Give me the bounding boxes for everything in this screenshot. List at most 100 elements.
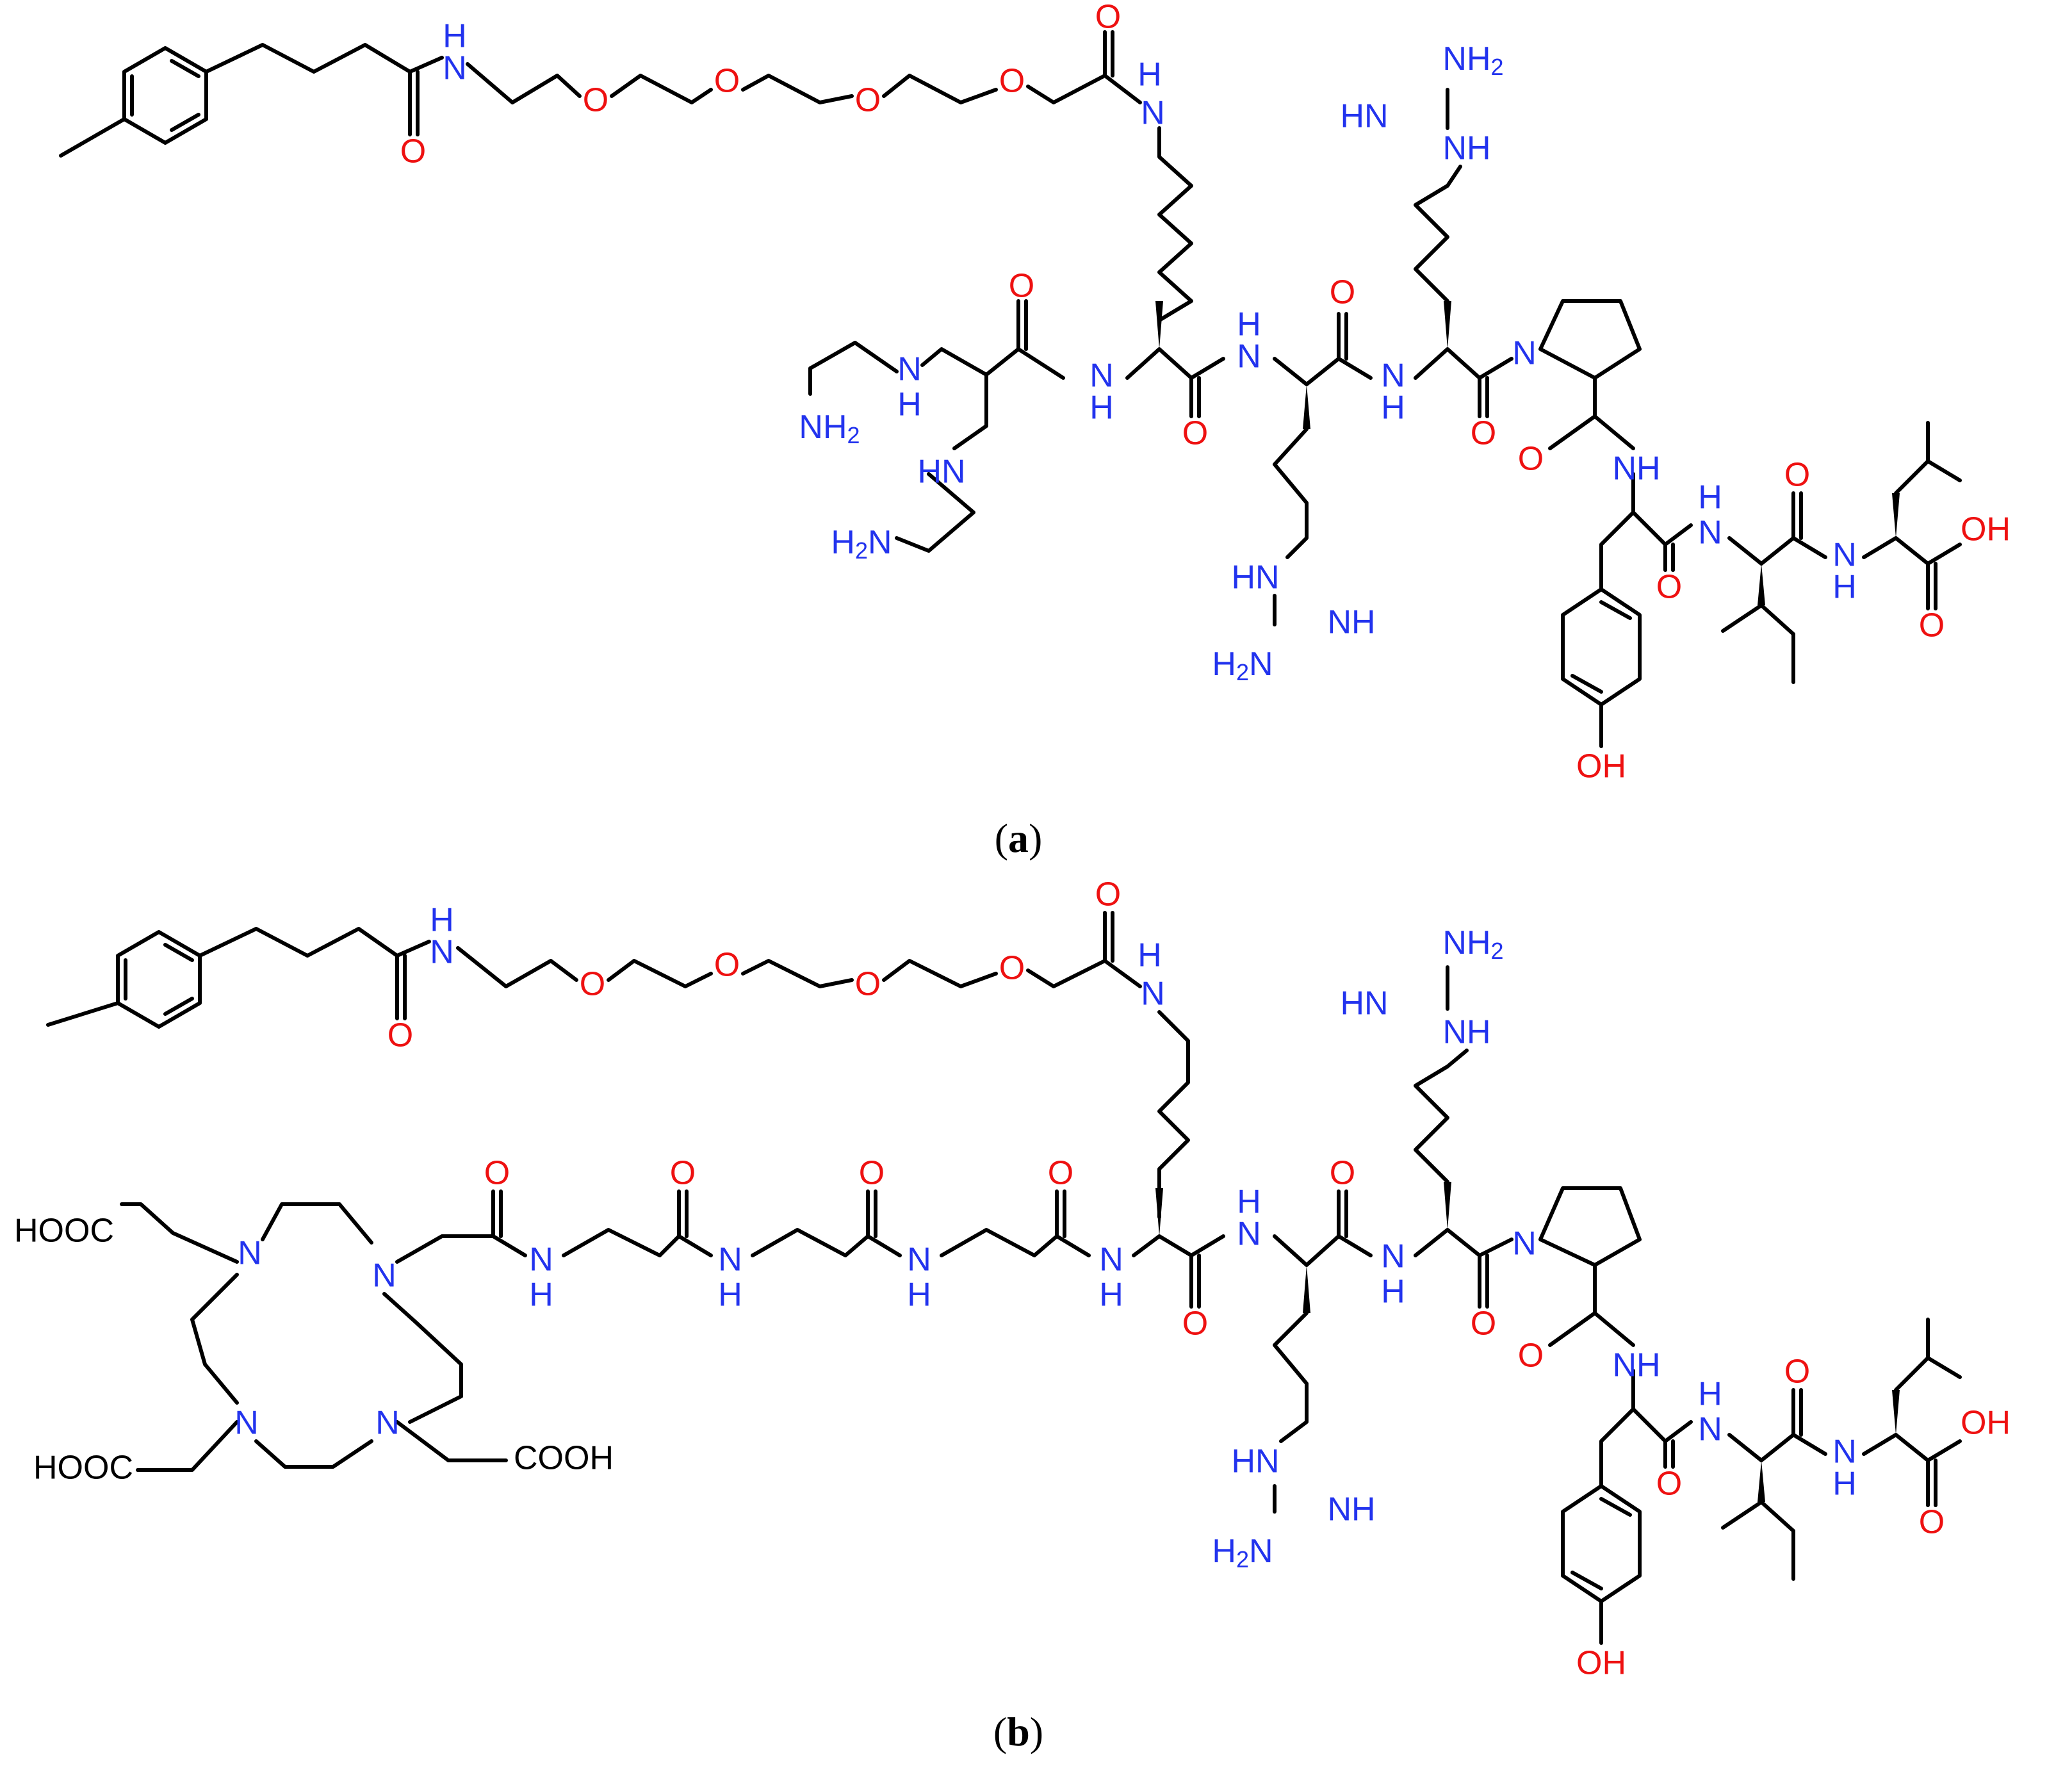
atom-label-b-n-b2: N (718, 1241, 742, 1278)
atom-label-b-arg1-nh: NH (1442, 1014, 1490, 1051)
atom-label-b-nh-ile-n: N (1698, 1411, 1722, 1448)
cyclen-ring (120, 1189, 527, 1472)
atom-label-a-n-pro: N (1512, 335, 1537, 372)
atom-label-a-o-acid: O (1919, 607, 1945, 644)
atom-label-b-cooh1: HOOC (14, 1213, 114, 1250)
atom-label-a-amine1-h: H (897, 386, 922, 423)
atom-label-b-n-arg2: N (1237, 1216, 1261, 1253)
atom-label-a-h-arg3: H (1381, 389, 1405, 427)
atom-label-a-nh-dap-n: N (1089, 357, 1114, 395)
atom-label-b-nh-ile-h: H (1698, 1376, 1722, 1413)
atom-label-b-h-b1: H (529, 1277, 553, 1314)
atom-label-a-n-arg3: N (1381, 357, 1405, 395)
atom-label-a-nh-leu: N (1832, 537, 1857, 574)
atom-label-b-ring-n1: N (238, 1235, 262, 1272)
atom-label-a-nh-amide1: H (443, 18, 467, 55)
atom-label-a-o-peg2: O (714, 63, 740, 100)
atom-label-b-o-acid: O (1919, 1504, 1945, 1541)
atom-label-b-h-arg3: H (1381, 1273, 1405, 1311)
atom-label-b-n-b4: N (1099, 1241, 1123, 1278)
caption-a: (a) (995, 815, 1043, 861)
atom-label-a-o-arg3: O (1471, 415, 1496, 452)
atom-label-b-h-leu: H (1832, 1466, 1857, 1503)
atom-label-a-o-pro: O (1518, 441, 1544, 478)
atom-label-a-o-arg2: O (1330, 274, 1355, 311)
atom-label-b-oh-tyr: OH (1576, 1645, 1626, 1682)
atom-label-b-n-b1: N (529, 1241, 553, 1278)
atom-label-b-o-peg2: O (714, 947, 740, 984)
atom-label-a-h-lys-eps: H (1138, 56, 1162, 94)
atom-label-b-o-bala2: O (859, 1155, 885, 1192)
atom-label-b-o-peg1: O (580, 966, 605, 1003)
atom-label-b-o-amide1: O (387, 1017, 413, 1054)
atom-label-a-arg1-hn: HN (1340, 98, 1388, 135)
atom-label-a-o-gly: O (1095, 0, 1121, 36)
atom-label-a-n-arg2: N (1237, 338, 1261, 375)
atom-label-b-h-b2: H (718, 1277, 742, 1314)
atom-label-b-arg2-h2n: H2N (1212, 1533, 1273, 1573)
atom-label-b-n-b3: N (907, 1241, 931, 1278)
atom-label-a-arg2-nh: NH (1327, 604, 1375, 641)
atom-label-a-amine2-h2n: H2N (831, 524, 892, 564)
atom-label-b-o-dota: O (484, 1155, 510, 1192)
atom-label-b-arg1-hn: HN (1340, 985, 1388, 1022)
toluene-ring-a (59, 46, 208, 158)
atom-label-b-o-lys: O (1182, 1305, 1208, 1343)
atom-label-a-o-peg3: O (855, 82, 881, 119)
atom-label-a-oh-tyr: OH (1576, 748, 1626, 785)
atom-label-a-oh-acid: OH (1961, 511, 2011, 548)
atom-label-a-n-amide1: N (443, 50, 467, 87)
atom-label-b-cooh2: HOOC (33, 1450, 133, 1487)
toluene-ring-b (46, 930, 202, 1029)
atom-label-a-o-ile: O (1784, 457, 1810, 494)
atom-label-b-h-b4: H (1099, 1277, 1123, 1314)
atom-label-a-arg1-nh: NH (1442, 130, 1490, 167)
atom-label-b-o-arg2: O (1330, 1155, 1355, 1192)
structure-a (59, 30, 1962, 748)
atom-label-b-ring-n3: N (234, 1405, 259, 1442)
atom-label-b-ring-n4: N (375, 1405, 400, 1442)
atom-label-a-o-peg1: O (583, 82, 608, 119)
atom-label-b-nh-tyr: NH (1612, 1347, 1660, 1384)
atom-label-b-nh-amide1: H (430, 902, 454, 939)
atom-label-b-o-bala1: O (670, 1155, 696, 1192)
atom-label-b-o-gly: O (1095, 876, 1121, 913)
atom-label-b-n-pro: N (1512, 1225, 1537, 1262)
structure-b (46, 911, 1962, 1645)
atom-label-a-h-leu: H (1832, 569, 1857, 606)
atom-label-a-o-lys: O (1182, 415, 1208, 452)
atom-label-b-n-lys-eps: N (1141, 976, 1165, 1013)
atom-label-a-h-arg2: H (1237, 306, 1261, 343)
atom-label-a-arg2-h2n: H2N (1212, 646, 1273, 685)
atom-label-a-o-peg4: O (999, 63, 1025, 100)
atom-label-a-nh-dap-h: H (1089, 389, 1114, 427)
atom-label-b-arg2-nh: NH (1327, 1491, 1375, 1528)
atom-label-b-arg1-nh2: NH2 (1442, 924, 1503, 964)
atom-label-b-oh-acid: OH (1961, 1405, 2011, 1442)
atom-label-b-o-arg3: O (1471, 1305, 1496, 1343)
atom-label-a-amine1-n: N (897, 351, 922, 388)
atom-label-b-h-lys-eps: H (1138, 937, 1162, 974)
atom-label-a-n-lys-eps: N (1141, 95, 1165, 132)
atom-label-b-o-ile: O (1784, 1353, 1810, 1391)
atom-label-a-nh-ile-n: N (1698, 514, 1722, 551)
atom-label-b-h-b3: H (907, 1277, 931, 1314)
atom-label-a-o-dap: O (1009, 268, 1034, 305)
atom-label-b-h-arg2: H (1237, 1184, 1261, 1221)
atom-label-a-arg1-nh2: NH2 (1442, 40, 1503, 80)
atom-label-a-arg2-hn: HN (1231, 559, 1279, 596)
atom-label-b-arg2-hn: HN (1231, 1443, 1279, 1480)
atom-label-b-nh-leu: N (1832, 1434, 1857, 1471)
atom-label-b-o-pro: O (1518, 1337, 1544, 1375)
atom-label-a-amine1-nh2: NH2 (799, 409, 860, 448)
caption-b: (b) (993, 1709, 1043, 1754)
atom-label-a-amine2-hn: HN (917, 453, 965, 491)
atom-label-b-n-arg3: N (1381, 1238, 1405, 1275)
atom-label-b-ring-n2: N (372, 1257, 396, 1295)
atom-label-b-o-peg4: O (999, 950, 1025, 987)
atom-label-b-o-tyr: O (1656, 1466, 1682, 1503)
atom-label-a-nh-ile-h: H (1698, 479, 1722, 516)
